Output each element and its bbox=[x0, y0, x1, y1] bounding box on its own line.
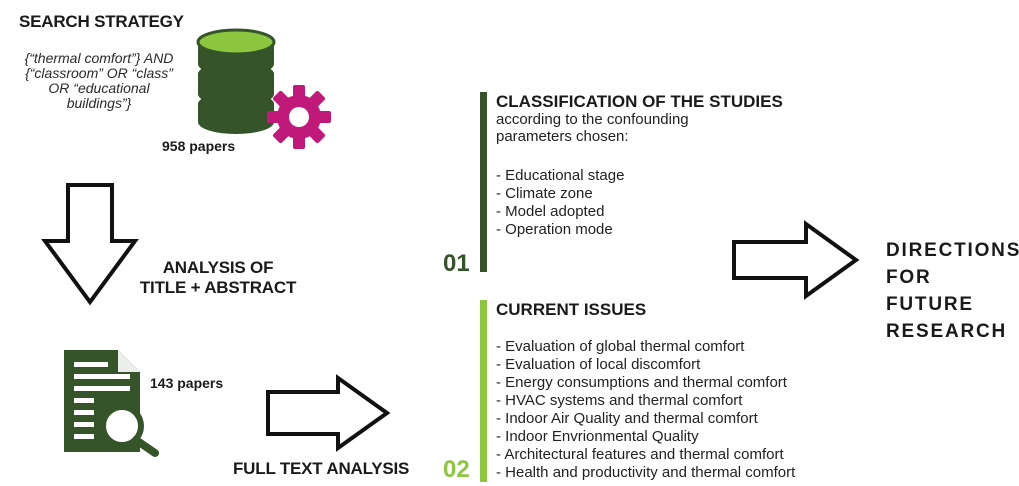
list-item: - Architectural features and thermal com… bbox=[496, 446, 784, 463]
arrow-right-icon bbox=[266, 374, 391, 452]
list-item: - Health and productivity and thermal co… bbox=[496, 464, 796, 481]
section-02-bar bbox=[480, 300, 487, 482]
list-item: - Educational stage bbox=[496, 167, 625, 184]
screening-label-line: TITLE + ABSTRACT bbox=[139, 278, 297, 297]
document-icon bbox=[64, 350, 159, 457]
arrow-right-icon bbox=[732, 220, 860, 300]
section-01-description: according to the confounding parameters … bbox=[496, 111, 689, 145]
database-icon bbox=[196, 28, 276, 134]
list-item: - Evaluation of global thermal comfort bbox=[496, 338, 745, 355]
directions-line: RESEARCH bbox=[886, 321, 1008, 342]
section-01-bar bbox=[480, 92, 487, 272]
arrow-down-icon bbox=[41, 183, 139, 306]
search-query: {“thermal comfort”} AND {“classroom” OR … bbox=[10, 51, 188, 111]
gear-icon bbox=[267, 85, 331, 149]
screening-label: ANALYSIS OF TITLE + ABSTRACT bbox=[118, 258, 318, 298]
section-02-number: 02 bbox=[443, 456, 470, 483]
description-line: parameters chosen: bbox=[496, 128, 629, 145]
directions-label: DIRECTIONS FOR FUTURE RESEARCH bbox=[886, 237, 1019, 345]
query-line: OR “educational bbox=[48, 80, 150, 96]
list-item: - Indoor Envrionmental Quality bbox=[496, 428, 699, 445]
section-01-number: 01 bbox=[443, 250, 470, 277]
fulltext-label: FULL TEXT ANALYSIS bbox=[233, 459, 410, 478]
papers-count-initial: 958 papers bbox=[162, 138, 236, 154]
screening-label-line: ANALYSIS OF bbox=[162, 258, 274, 277]
query-line: buildings”} bbox=[66, 95, 132, 111]
classification-list: - Educational stage - Climate zone - Mod… bbox=[496, 167, 624, 239]
list-item: - Climate zone bbox=[496, 185, 593, 202]
magnifier-icon bbox=[100, 404, 159, 457]
directions-line: DIRECTIONS bbox=[886, 240, 1019, 261]
search-strategy-title: SEARCH STRATEGY bbox=[19, 12, 184, 31]
description-line: according to the confounding bbox=[496, 111, 689, 128]
list-item: - Evaluation of local discomfort bbox=[496, 356, 701, 373]
list-item: - Indoor Air Quality and thermal comfort bbox=[496, 410, 758, 427]
list-item: - Model adopted bbox=[496, 203, 605, 220]
query-line: {“classroom” OR “class” bbox=[25, 65, 173, 81]
query-line: {“thermal comfort”} AND bbox=[24, 50, 174, 66]
issues-list: - Evaluation of global thermal comfort -… bbox=[496, 338, 795, 482]
section-01-title: CLASSIFICATION OF THE STUDIES bbox=[496, 92, 783, 111]
list-item: - Operation mode bbox=[496, 221, 613, 238]
directions-line: FOR FUTURE bbox=[886, 267, 974, 315]
section-02-title: CURRENT ISSUES bbox=[496, 300, 647, 319]
list-item: - HVAC systems and thermal comfort bbox=[496, 392, 743, 409]
list-item: - Energy consumptions and thermal comfor… bbox=[496, 374, 787, 391]
papers-count-screened: 143 papers bbox=[150, 375, 224, 391]
